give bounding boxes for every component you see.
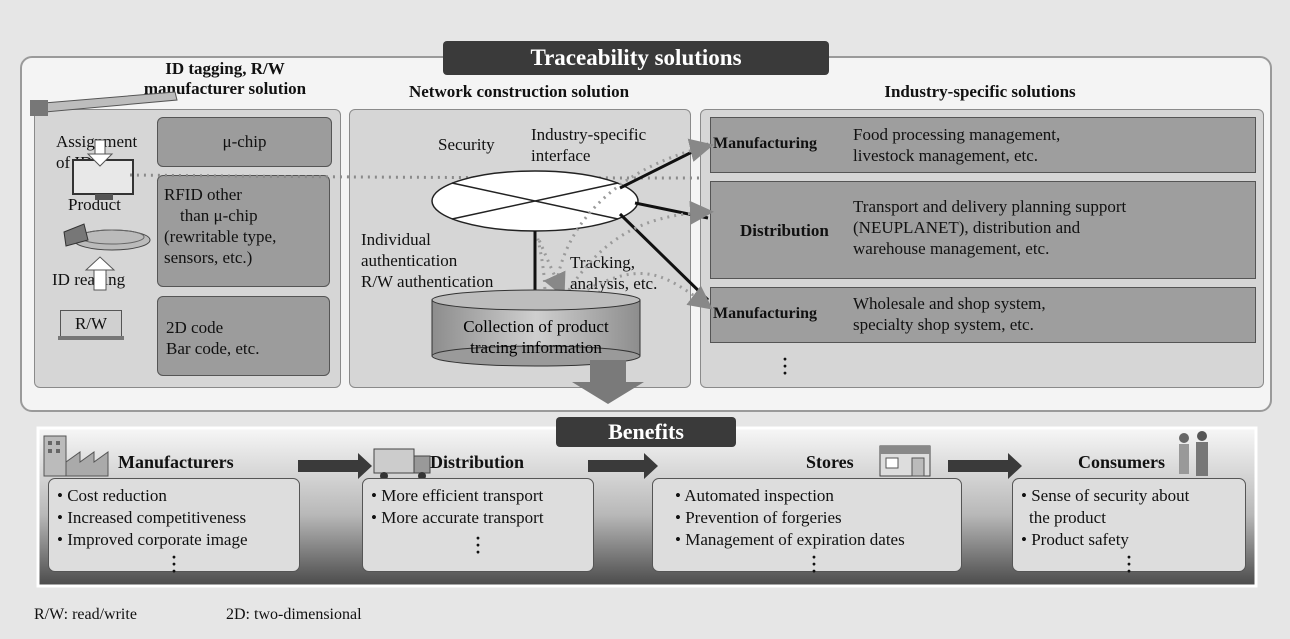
benefit-item: • Improved corporate image — [57, 530, 248, 549]
flow-arrow-3 — [948, 453, 1022, 479]
left-head-line1: ID tagging, R/W — [165, 59, 285, 78]
rw-device: R/W — [60, 310, 122, 338]
more-dots: ··· — [810, 547, 817, 581]
benefit-item: • Increased competitiveness — [57, 508, 247, 527]
row2-desc-2: (NEUPLANET), distribution and — [853, 218, 1081, 237]
benefit-item: • More efficient transport — [371, 486, 544, 505]
left-section-head: ID tagging, R/W manufacturer solution — [95, 59, 355, 99]
tracing-database-icon — [431, 289, 641, 367]
code-line-2: Bar code, etc. — [166, 339, 260, 358]
assign-down-arrow — [86, 139, 114, 167]
footnote-rw: R/W: read/write — [34, 606, 137, 623]
middle-section-head: Network construction solution — [408, 82, 630, 101]
row3-desc: Wholesale and shop system, specialty sho… — [853, 293, 1046, 335]
rw-auth-line: R/W authentication — [361, 272, 494, 291]
rfid-line-3: (rewritable type, — [164, 227, 277, 246]
mu-chip-box: μ-chip — [157, 117, 332, 167]
benefit-box-consumers: • Sense of security about the product • … — [1012, 478, 1246, 581]
benefit-item: • Prevention of forgeries — [675, 508, 842, 527]
tracking-line2: analysis, etc. — [570, 274, 658, 293]
benefit-item: • Management of expiration dates — [675, 530, 905, 549]
row3-desc-2: specialty shop system, etc. — [853, 315, 1034, 334]
individual-auth-label: Individual authentication R/W authentica… — [361, 229, 493, 292]
scanner-pen-icon — [30, 91, 178, 116]
row3-desc-1: Wholesale and shop system, — [853, 294, 1046, 313]
benefit-item: • Sense of security about — [1021, 486, 1190, 505]
interface-label: Industry-specific interface — [531, 124, 646, 166]
benefit-item: • Product safety — [1021, 530, 1129, 549]
interface-line1: Industry-specific — [531, 125, 647, 144]
indiv-line2: authentication — [361, 251, 458, 270]
rfid-line-1: RFID other — [164, 185, 242, 204]
security-label: Security — [438, 135, 495, 154]
db-line1: Collection of product — [463, 317, 609, 336]
consumers-icon — [1179, 431, 1208, 476]
rfid-line-2: than μ-chip — [180, 206, 258, 225]
row2-desc: Transport and delivery planning support … — [853, 196, 1126, 259]
product-monitor-icon — [63, 159, 151, 251]
benefit-head-manufacturers: Manufacturers — [118, 452, 234, 472]
2d-code-box: 2D code Bar code, etc. — [157, 296, 330, 376]
benefit-item: the product — [1029, 508, 1106, 527]
store-icon — [879, 445, 931, 477]
code-line-1: 2D code — [166, 318, 224, 337]
factory-icon — [43, 435, 109, 477]
right-section-head: Industry-specific solutions — [884, 82, 1076, 101]
id-reading-label: ID reading — [52, 270, 126, 289]
more-dots: ··· — [474, 528, 481, 562]
interface-line2: interface — [531, 146, 591, 165]
row2-desc-3: warehouse management, etc. — [853, 239, 1050, 258]
rfid-line-4: sensors, etc.) — [164, 248, 253, 267]
more-dots: ··· — [170, 547, 177, 581]
footnote-2d: 2D: two-dimensional — [226, 606, 362, 623]
row1-desc-1: Food processing management, — [853, 125, 1061, 144]
dotted-product-link — [129, 173, 701, 180]
flow-arrow-2 — [588, 453, 658, 479]
benefit-head-stores: Stores — [806, 452, 854, 472]
benefit-head-consumers: Consumers — [1078, 452, 1166, 472]
row3-label: Manufacturing — [713, 305, 817, 322]
industry-row-3 — [710, 287, 1256, 343]
benefit-item: • Cost reduction — [57, 486, 167, 505]
reading-up-arrow — [84, 256, 116, 291]
benefit-box-manufacturers: • Cost reduction • Increased competitive… — [48, 478, 300, 581]
right-more-dots: ··· — [781, 349, 788, 383]
flow-arrow-1 — [298, 453, 372, 479]
big-down-arrow — [572, 360, 644, 404]
more-dots: ··· — [1125, 547, 1132, 581]
row1-desc: Food processing management, livestock ma… — [853, 124, 1060, 166]
rfid-box: RFID other than μ-chip (rewritable type,… — [157, 175, 330, 287]
row2-label: Distribution — [740, 221, 829, 240]
benefit-item: • Automated inspection — [675, 486, 834, 505]
benefit-item: • More accurate transport — [371, 508, 544, 527]
row1-label: Manufacturing — [713, 135, 817, 152]
row1-desc-2: livestock management, etc. — [853, 146, 1039, 165]
benefit-box-stores: • Automated inspection • Prevention of f… — [652, 478, 962, 581]
industry-row-2 — [710, 181, 1256, 279]
benefit-box-distribution: • More efficient transport • More accura… — [362, 478, 594, 572]
benefits-title: Benefits — [556, 417, 736, 447]
indiv-line1: Individual — [361, 230, 431, 249]
traceability-title: Traceability solutions — [443, 41, 829, 75]
industry-row-1 — [710, 117, 1256, 173]
benefit-head-distribution: Distribution — [430, 452, 525, 472]
network-hub-icon — [431, 170, 639, 232]
row2-desc-1: Transport and delivery planning support — [853, 197, 1127, 216]
db-line2: tracing information — [470, 338, 602, 357]
left-head-line2: manufacturer solution — [143, 79, 307, 98]
